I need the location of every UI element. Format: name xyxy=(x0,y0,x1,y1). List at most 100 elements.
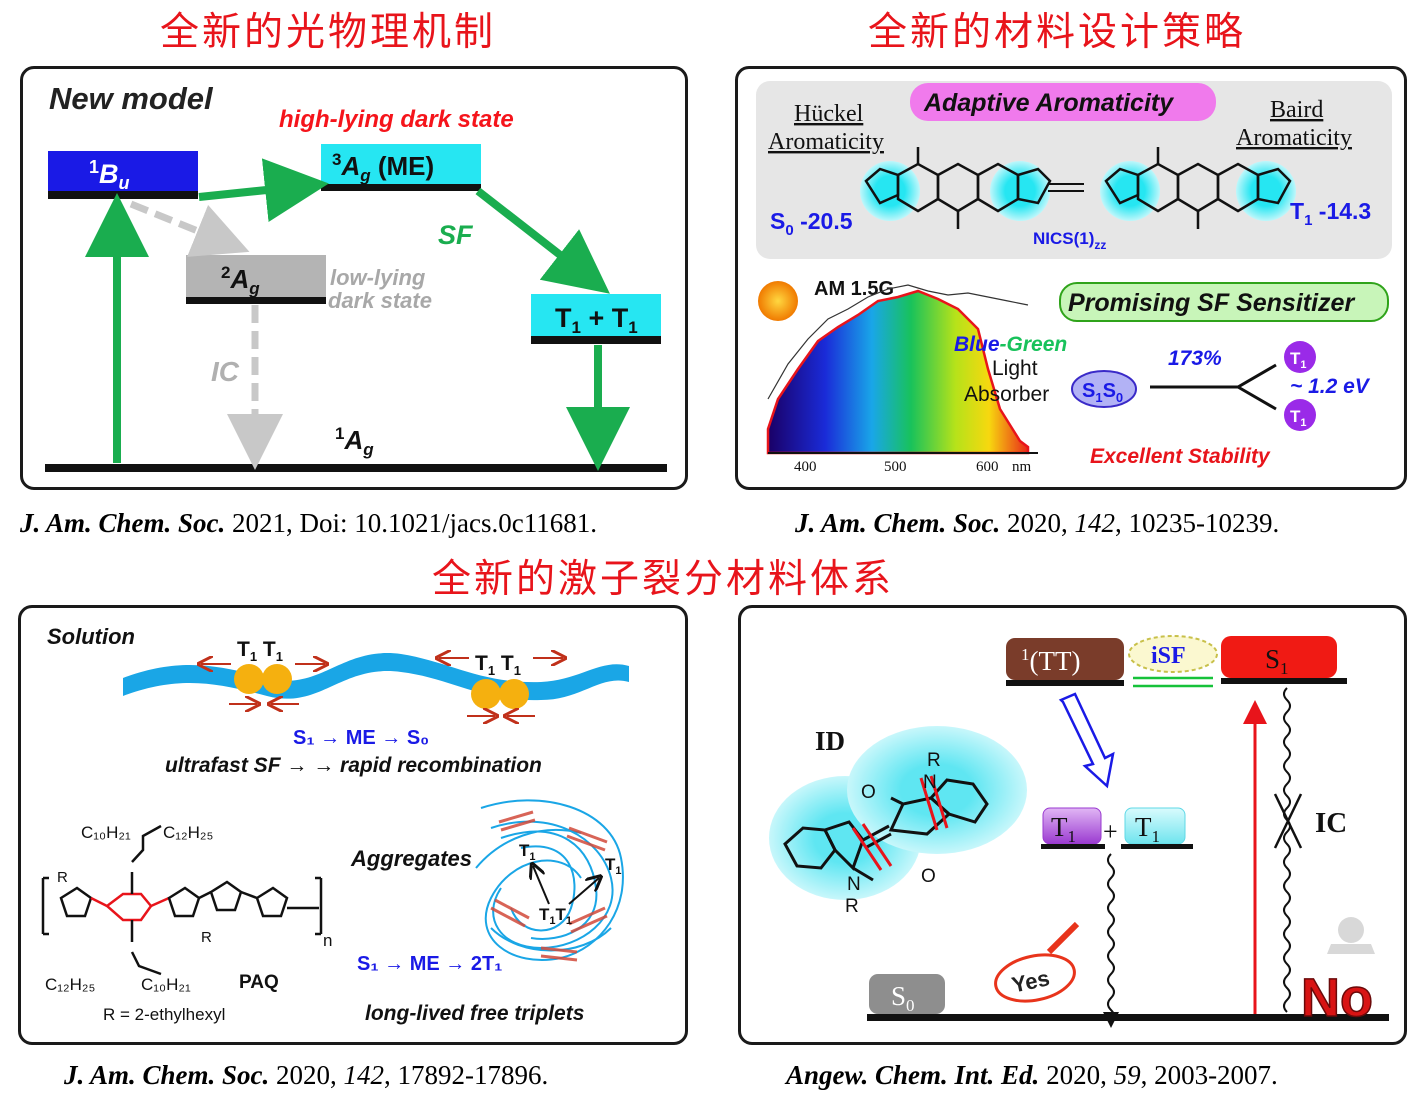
down-hollow-arrow xyxy=(1058,692,1115,789)
r-group-1: R xyxy=(57,869,68,886)
ground-line-d xyxy=(867,1014,1389,1021)
isf-label: iSF xyxy=(1151,643,1186,669)
solution-caption: ultrafast SF → → rapid recombination xyxy=(165,754,542,777)
ic-to-me-arrow xyxy=(198,158,329,222)
low-lying-label-2: dark state xyxy=(328,288,432,313)
low-lying-label-1: low-lying xyxy=(330,265,426,290)
sensitizer-label: Promising SF Sensitizer xyxy=(1068,289,1355,317)
stability-label: Excellent Stability xyxy=(1090,445,1271,468)
t1-aggregate-2: T1 xyxy=(605,855,622,877)
c10-upper: C₁₀H₂₁ xyxy=(81,823,131,842)
aromaticity-box xyxy=(756,81,1392,259)
s0-nics: S0 -20.5 xyxy=(770,208,853,239)
t1-bubble-bottom xyxy=(1284,399,1316,431)
t1-label-right: T1 xyxy=(1135,812,1160,846)
absorption-spectrum xyxy=(766,289,1030,455)
heading-material-design: 全新的材料设计策略 xyxy=(868,10,1247,55)
heading-photophysics: 全新的光物理机制 xyxy=(160,10,497,55)
blue-green-label: Blue-Green xyxy=(954,333,1067,356)
s0-box xyxy=(869,974,945,1014)
c12-lower: C₁₂H₂₅ xyxy=(45,975,95,994)
panel-adaptive-aromaticity: Adaptive Aromaticity Hückel Aromaticity … xyxy=(735,66,1407,490)
indigo-diagram: 1(TT) iSF S1 T1 + T1 IC S0 xyxy=(769,635,1389,1029)
ground-state-label: 1Ag xyxy=(335,424,374,459)
s1-state-label: S1 xyxy=(1265,644,1289,678)
o-bottom: O xyxy=(921,866,936,887)
tt-pair-left: T1 T1 xyxy=(237,638,283,664)
triplet-pair-left-b xyxy=(262,664,292,694)
paq-structure xyxy=(41,824,323,976)
high-lying-label: high-lying dark state xyxy=(279,106,514,133)
r-top: R xyxy=(927,750,941,771)
tt-state-label: 1(TT) xyxy=(1021,645,1080,676)
paq-diagram: Solution T1 T1 T1 T1 S₁ → ME → S₀ ultraf… xyxy=(41,624,629,1025)
r-definition: R = 2-ethylhexyl xyxy=(103,1005,225,1024)
model-title: New model xyxy=(49,81,214,116)
triplet-pair-right-a xyxy=(471,679,501,709)
ic-label: IC xyxy=(211,356,240,387)
molecule-left xyxy=(860,147,1052,229)
tt-pair-right: T1 T1 xyxy=(475,652,521,678)
nics-label: NICS(1)zz xyxy=(1033,229,1106,252)
citation-3: J. Am. Chem. Soc. 2020, 142, 17892-17896… xyxy=(64,1060,549,1090)
aggregate-tangle xyxy=(475,799,624,961)
citation-2: J. Am. Chem. Soc. 2020, 142, 10235-10239… xyxy=(795,508,1280,538)
light-label: Light xyxy=(992,357,1038,380)
heading-sf-materials: 全新的激子裂分材料体系 xyxy=(432,557,895,602)
panel-new-model: New model high-lying dark state 1Bu 3Ag … xyxy=(20,66,688,490)
sf-label: SF xyxy=(438,220,474,250)
s1s0-bubble xyxy=(1071,370,1137,408)
sf-arrow xyxy=(475,187,610,294)
t1-bubble-top xyxy=(1284,341,1316,373)
aromaticity-diagram: Adaptive Aromaticity Hückel Aromaticity … xyxy=(756,81,1392,475)
citation-4: Angew. Chem. Int. Ed. 2020, 59, 2003-200… xyxy=(786,1060,1278,1090)
triplet-pair-right-b xyxy=(499,679,529,709)
stacked-chains xyxy=(490,810,608,962)
sensitizer-badge xyxy=(1059,282,1389,322)
c12-upper: C₁₂H₂₅ xyxy=(163,823,213,842)
am15-label: AM 1.5G xyxy=(814,278,894,300)
state-2ag-box xyxy=(186,255,326,297)
o-top: O xyxy=(861,782,876,803)
t1-bubble-bottom-label: T1 xyxy=(1290,407,1307,429)
new-model-diagram: New model high-lying dark state 1Bu 3Ag … xyxy=(45,81,667,472)
tt-state-box xyxy=(1006,638,1124,680)
solution-label: Solution xyxy=(47,624,135,649)
tick-600: 600 xyxy=(976,459,999,475)
baird-label-2: Aromaticity xyxy=(1236,125,1352,151)
dashed-to-2ag-arrow xyxy=(129,200,250,257)
yes-stamp xyxy=(994,953,1076,1003)
tick-500: 500 xyxy=(884,459,907,475)
solution-pathway: S₁ → ME → S₀ xyxy=(293,727,429,749)
absorber-label: Absorber xyxy=(964,383,1049,406)
am15-spectrum xyxy=(767,284,1029,400)
adaptive-label: Adaptive Aromaticity xyxy=(923,89,1174,117)
r-bottom: R xyxy=(845,896,859,917)
t1-aggregate-1: T1 xyxy=(519,841,536,863)
s1-state-box xyxy=(1221,636,1337,678)
indigo-structure xyxy=(783,778,989,882)
aggregate-caption: long-lived free triplets xyxy=(365,1002,584,1025)
ic-label-d: IC xyxy=(1315,807,1347,839)
plus-sign: + xyxy=(1103,817,1118,846)
efficiency-label: 173% xyxy=(1168,347,1222,370)
state-1bu-box xyxy=(48,151,198,191)
huckel-label-1: Hückel xyxy=(794,101,864,127)
aggregate-pathway: S₁ → ME → 2T₁ xyxy=(357,953,502,975)
n-top: N xyxy=(923,772,937,793)
citation-1: J. Am. Chem. Soc. 2021, Doi: 10.1021/jac… xyxy=(20,508,597,538)
panel-paq: Solution T1 T1 T1 T1 S₁ → ME → S₀ ultraf… xyxy=(18,605,688,1045)
c10-lower: C₁₀H₂₁ xyxy=(141,975,191,994)
state-tt-label: T1 + T1 xyxy=(555,303,638,337)
n-bottom: N xyxy=(847,874,861,895)
triplet-pair-left-a xyxy=(234,664,264,694)
panel-indigo: 1(TT) iSF S1 T1 + T1 IC S0 xyxy=(738,605,1407,1045)
pencil-icon xyxy=(1046,921,1080,955)
r-group-2: R xyxy=(201,929,212,946)
tick-400: 400 xyxy=(794,459,817,475)
paq-label: PAQ xyxy=(239,972,279,993)
sun-icon xyxy=(758,281,798,321)
polymer-chain-solution xyxy=(123,653,629,701)
molecule-right xyxy=(1100,147,1296,229)
state-2ag-label: 2Ag xyxy=(221,263,260,298)
